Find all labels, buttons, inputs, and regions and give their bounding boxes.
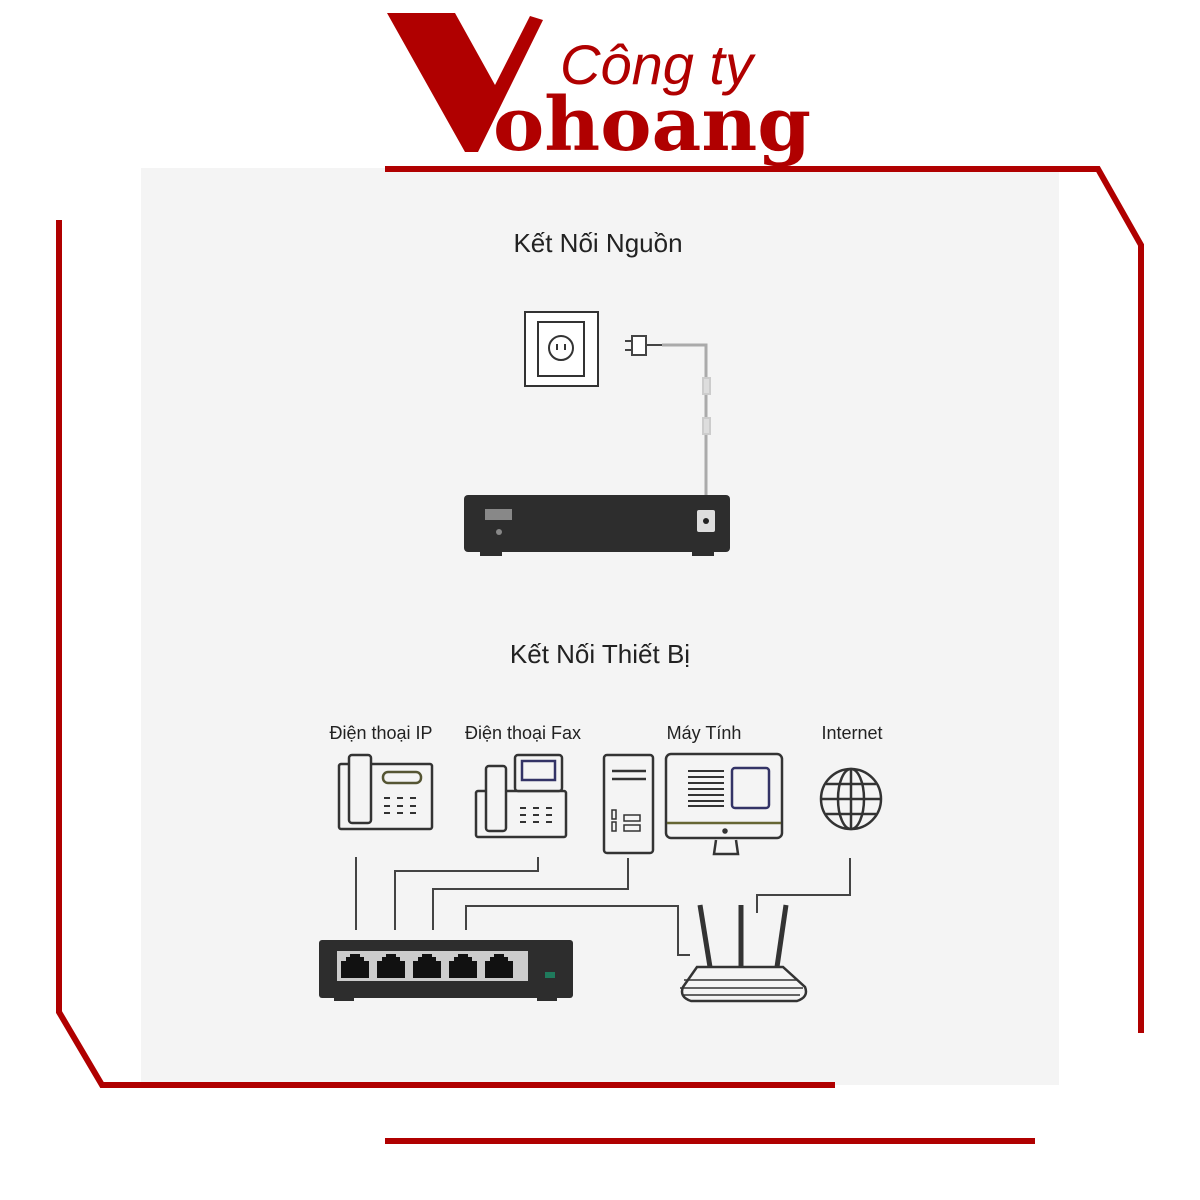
- logo-v-mark: [387, 13, 543, 152]
- logo-prefix: Công ty: [560, 33, 756, 96]
- company-logo: Công ty ohoang: [387, 13, 811, 168]
- ip-phone-icon: [337, 753, 434, 831]
- devices-section-title: Kết Nối Thiết Bị: [510, 639, 690, 669]
- fax-phone-icon: [474, 753, 568, 839]
- logo-name: ohoang: [493, 82, 811, 168]
- power-plug-cable-icon: [625, 335, 711, 495]
- internet-label: Internet: [821, 723, 882, 743]
- fax-phone-label: Điện thoại Fax: [465, 723, 581, 743]
- network-cables: [355, 857, 851, 956]
- wifi-router-icon: [680, 904, 808, 1003]
- ip-phone-label: Điện thoại IP: [329, 723, 432, 743]
- background-panel: [141, 168, 1059, 1085]
- network-switch-icon: [319, 940, 573, 1001]
- power-section-title: Kết Nối Nguồn: [513, 228, 682, 258]
- power-device-icon: [464, 495, 730, 556]
- computer-label: Máy Tính: [667, 723, 742, 743]
- red-frame: [56, 166, 1144, 1144]
- computer-icon: [602, 752, 784, 856]
- globe-icon: [819, 767, 883, 831]
- switch-led: [545, 972, 555, 978]
- wall-outlet-icon: [524, 311, 599, 387]
